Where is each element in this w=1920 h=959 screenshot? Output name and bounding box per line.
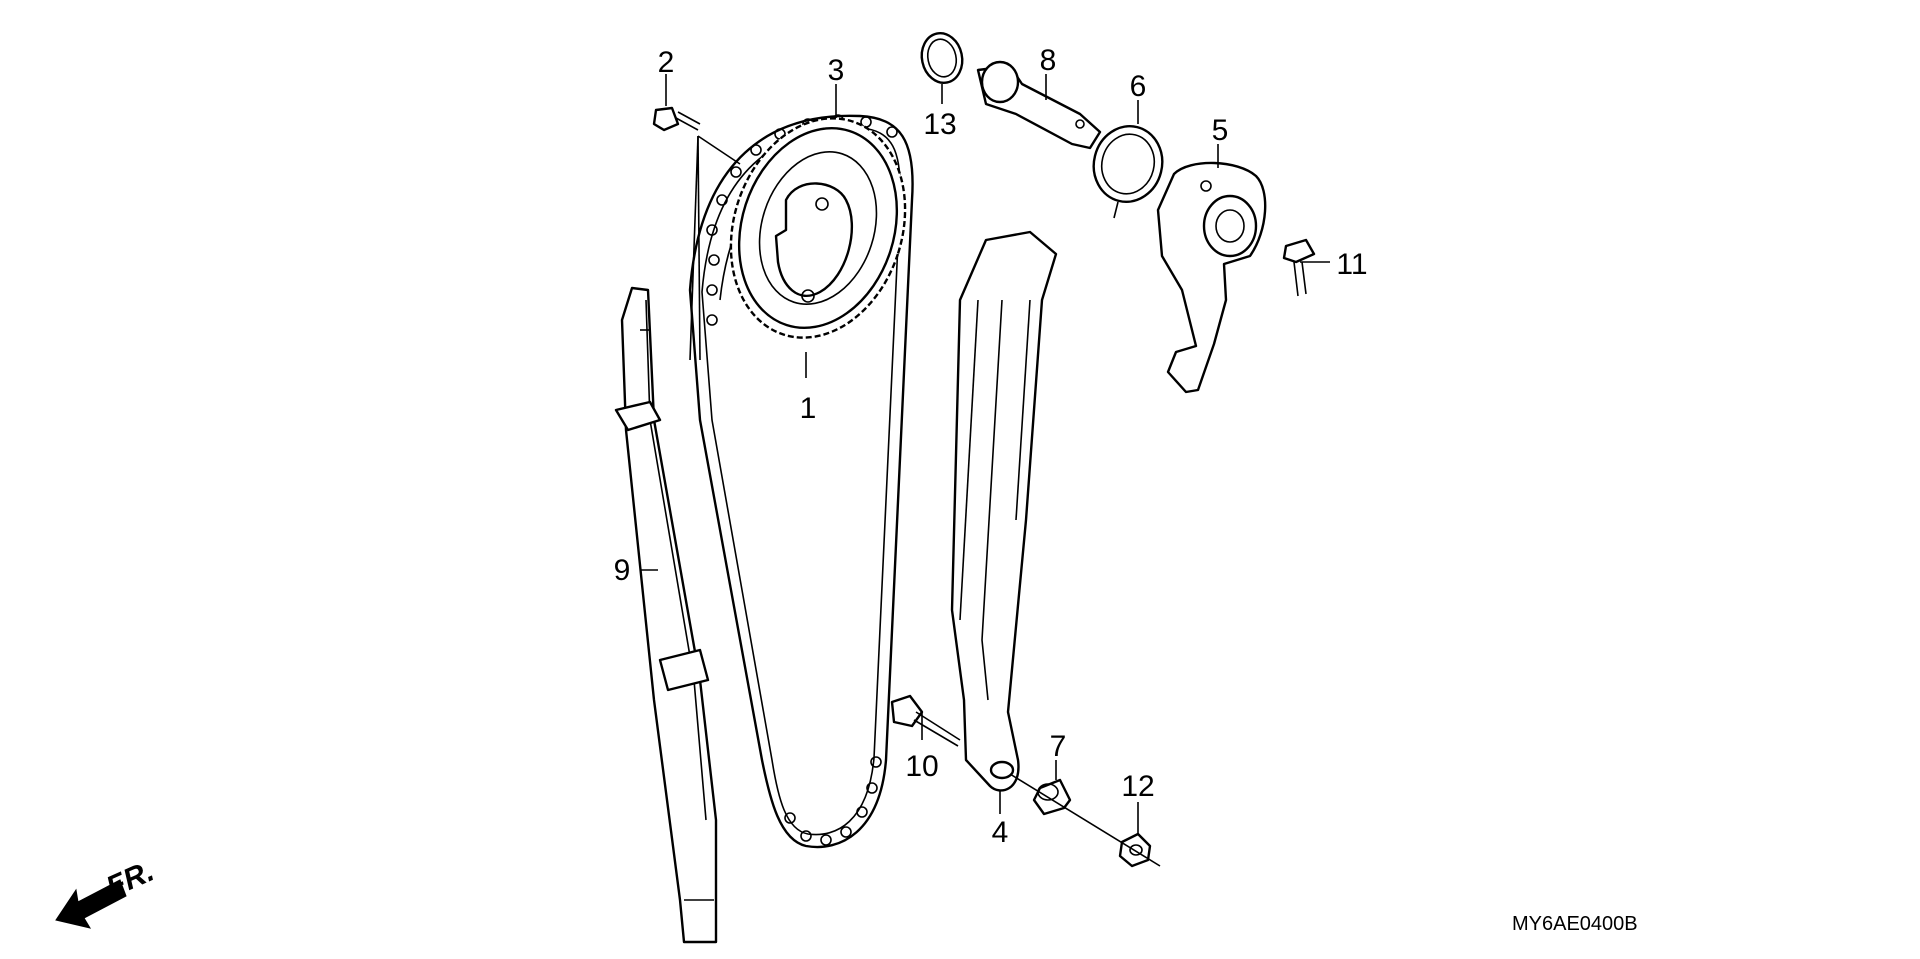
callout-3: 3 [828,54,845,87]
front-arrow-icon [55,879,127,929]
callout-12: 12 [1121,770,1154,803]
callout-6: 6 [1130,70,1147,103]
callout-4: 4 [992,816,1009,849]
collar[interactable] [1032,778,1072,816]
pivot-bolt[interactable] [890,694,961,747]
callout-2: 2 [658,46,675,79]
cam-chain-guide[interactable] [614,286,718,944]
tensioner-spring[interactable] [1086,119,1170,219]
callout-5: 5 [1212,114,1229,147]
flange-bolt-11[interactable] [1282,238,1316,297]
callout-8: 8 [1040,44,1057,77]
cam-sprocket[interactable] [704,96,933,361]
front-direction-marker: FR. [55,855,159,929]
callout-11: 11 [1336,248,1367,281]
callout-9: 9 [614,554,631,587]
tensioner-body[interactable] [1156,161,1267,394]
drawing-code: MY6AE0400B [1512,913,1638,935]
callout-10: 10 [905,750,938,783]
sprocket-bolt[interactable] [652,106,701,132]
chain-links-bottom [784,756,882,846]
callout-1: 1 [800,392,817,425]
callout-13: 13 [923,108,956,141]
leader-lines [640,74,1330,867]
o-ring[interactable] [917,29,967,86]
callout-7: 7 [1050,730,1067,763]
tensioner-shaft[interactable] [976,60,1102,150]
callout-labels: 1 2 3 4 5 6 7 8 9 10 11 12 13 [614,44,1368,849]
tensioner-arm[interactable] [950,230,1058,792]
